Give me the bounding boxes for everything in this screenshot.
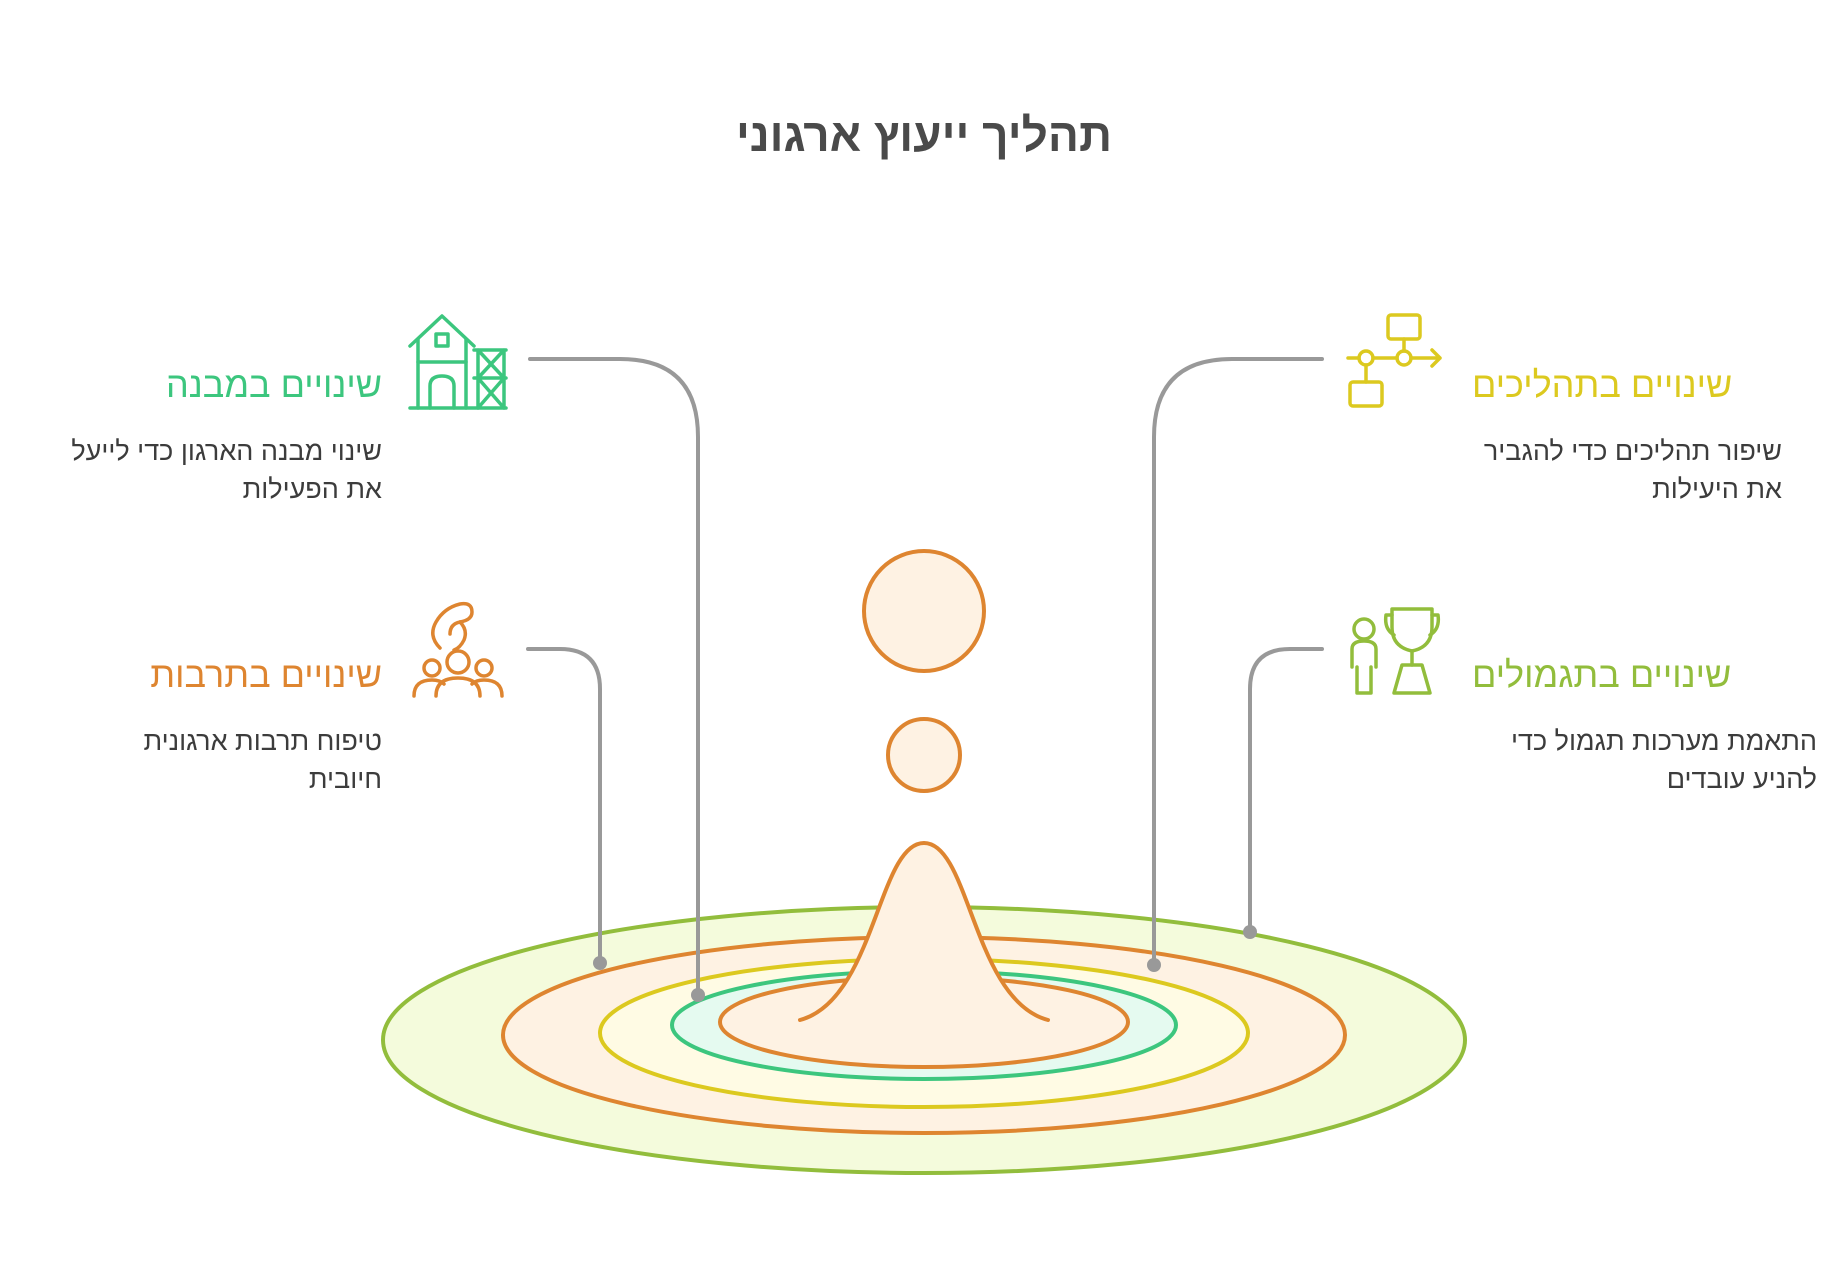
splash-peak xyxy=(798,840,1050,1022)
desc-culture: טיפוח תרבות ארגונית חיובית xyxy=(143,726,382,794)
connector-dot-rewards xyxy=(1243,925,1257,939)
connector-rewards xyxy=(1248,647,1324,934)
droplet-large xyxy=(862,549,986,673)
page-title: תהליך ייעוץ ארגוני xyxy=(735,109,1113,161)
connector-dot-processes xyxy=(1147,958,1161,972)
trophy-person-icon xyxy=(1346,605,1446,702)
heading-rewards: שינויים בתגמולים xyxy=(1472,654,1732,695)
team-hand-icon xyxy=(410,600,506,703)
desc-rewards: התאמת מערכות תגמול כדי להניע עובדים xyxy=(1511,726,1817,794)
connector-processes xyxy=(1152,357,1324,967)
desc-processes: שיפור תהליכים כדי להגביר את היעילות xyxy=(1483,436,1782,504)
connector-structure xyxy=(528,357,700,997)
heading-culture: שינויים בתרבות xyxy=(150,654,382,695)
process-flow-icon xyxy=(1346,312,1446,415)
droplet-small xyxy=(886,717,962,793)
heading-processes: שינויים בתהליכים xyxy=(1472,364,1733,405)
desc-structure: שינוי מבנה הארגון כדי לייעל את הפעילות xyxy=(71,436,382,504)
connector-culture xyxy=(526,647,602,965)
heading-structure: שינויים במבנה xyxy=(165,364,382,405)
connector-dot-culture xyxy=(593,956,607,970)
building-scaffold-icon xyxy=(408,312,508,415)
connector-dot-structure xyxy=(691,988,705,1002)
